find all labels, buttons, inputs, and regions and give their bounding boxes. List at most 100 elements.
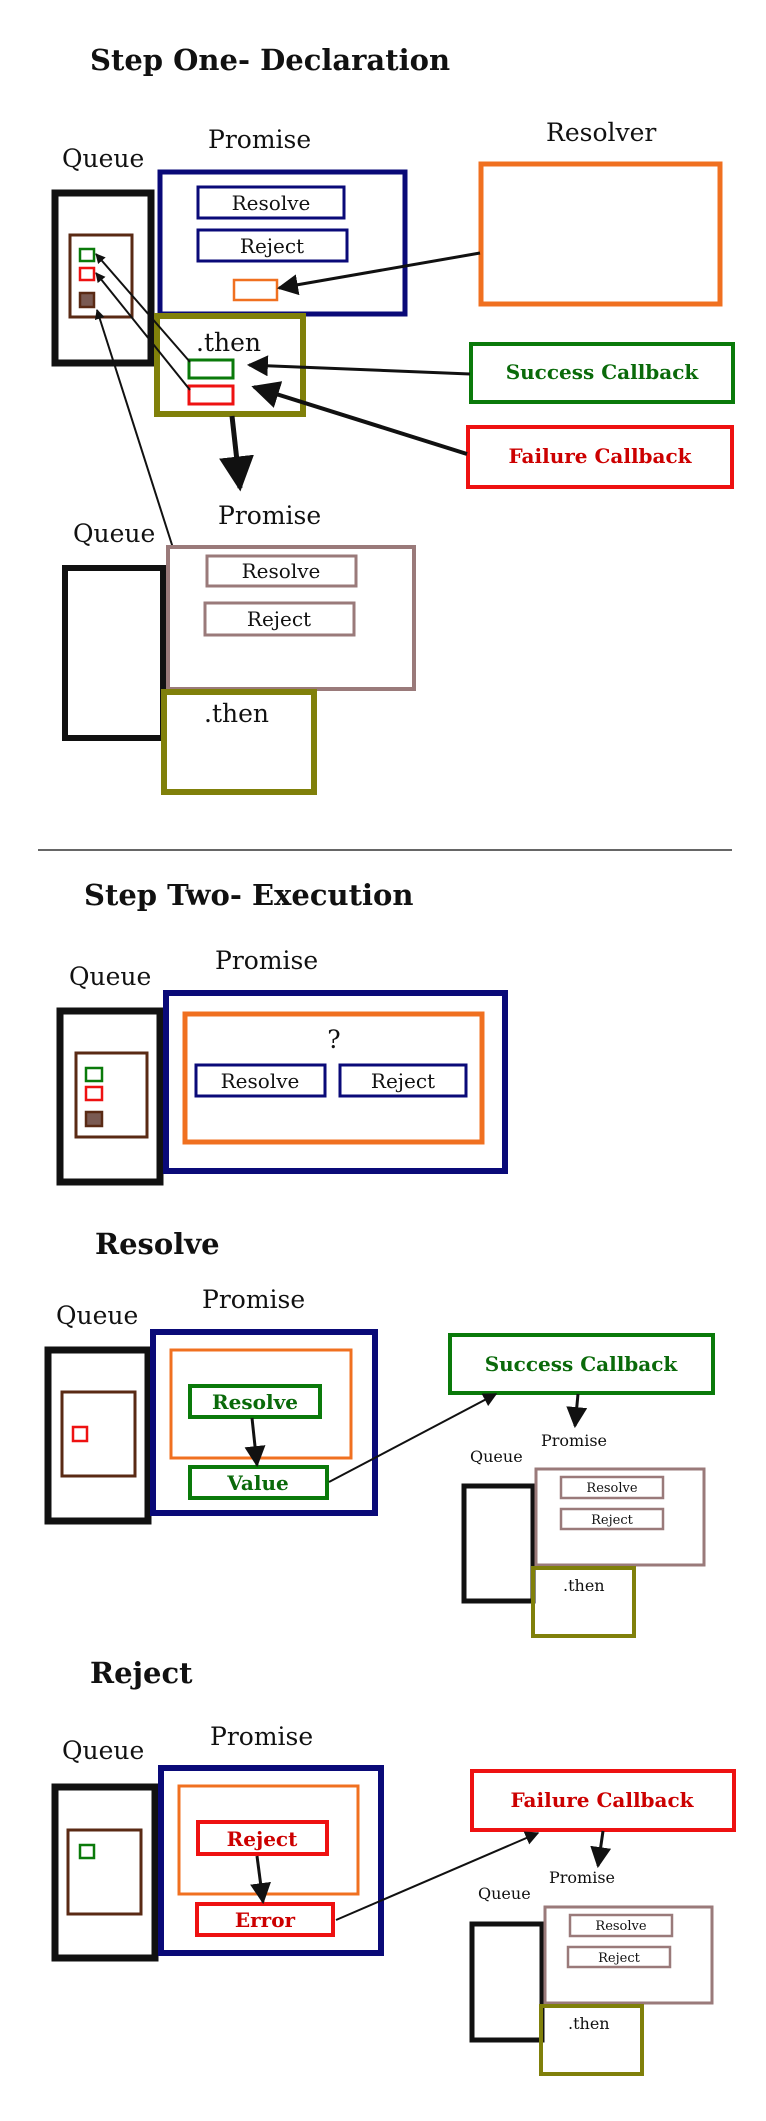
resolve2-box xyxy=(205,554,358,588)
success-callback-box xyxy=(448,1333,715,1395)
resolve-box xyxy=(194,1063,327,1098)
reject-label: Reject xyxy=(240,234,304,258)
resolve-box xyxy=(196,185,346,220)
queue-label: Queue xyxy=(56,1301,138,1330)
success-callback-box xyxy=(469,342,735,404)
queue-item xyxy=(60,1390,137,1478)
resolve-box xyxy=(188,1384,322,1419)
failure-arrow xyxy=(251,381,468,456)
queue-item xyxy=(66,1828,143,1916)
promise2-label: Promise xyxy=(218,501,321,530)
queue-box xyxy=(56,1007,164,1186)
then-failure-slot xyxy=(187,384,235,406)
queue-label: Queue xyxy=(69,962,151,991)
then-failure-to-queue-arrow xyxy=(95,272,191,391)
callback-to-promise-arrow xyxy=(566,1393,588,1429)
success-callback-label: Success Callback xyxy=(506,360,700,384)
resolve-label: Resolve xyxy=(221,1069,300,1093)
promise-label: Promise xyxy=(210,1722,313,1751)
queue-box xyxy=(44,1346,152,1525)
resolve2-label: Resolve xyxy=(242,559,321,583)
failure-callback-label: Failure Callback xyxy=(510,1788,694,1812)
reject-label: Reject xyxy=(371,1069,435,1093)
reject-box xyxy=(196,1820,329,1856)
queue-failure-slot xyxy=(84,1085,104,1102)
error-to-callback-arrow xyxy=(335,1831,540,1921)
promise-label: Promise xyxy=(202,1285,305,1314)
queue-success-slot xyxy=(84,1066,104,1083)
queue-item xyxy=(74,1051,149,1139)
queue-success-slot xyxy=(78,247,96,263)
small-resolve-label: Resolve xyxy=(595,1919,646,1934)
reject2-box xyxy=(203,601,356,637)
small-reject-box xyxy=(559,1507,665,1531)
then-to-promise-arrow xyxy=(219,415,254,492)
small-then-label: .then xyxy=(563,1576,605,1595)
small-reject-box xyxy=(566,1945,672,1969)
chained-promise-to-queue-arrow xyxy=(94,309,174,549)
failure-callback-box xyxy=(466,425,734,489)
resolver-slot xyxy=(232,278,279,302)
queue-success-slot xyxy=(78,1843,96,1860)
then2-label: .then xyxy=(204,699,269,728)
small-promise-box xyxy=(543,1905,714,2005)
resolve-label: Resolve xyxy=(212,1390,298,1414)
queue-promise-slot xyxy=(84,1110,104,1128)
queue-label: Queue xyxy=(62,144,144,173)
reject-to-error-arrow xyxy=(250,1855,271,1905)
small-reject-label: Reject xyxy=(598,1951,640,1966)
failure-callback-label: Failure Callback xyxy=(508,444,692,468)
resolve-heading: Resolve xyxy=(95,1227,220,1261)
resolver-arrow xyxy=(276,251,481,296)
then-label: .then xyxy=(196,328,261,357)
promise-label: Promise xyxy=(208,125,311,154)
value-to-callback-arrow xyxy=(328,1393,498,1483)
queue-failure-slot xyxy=(78,266,96,282)
small-reject-label: Reject xyxy=(591,1513,633,1528)
small-queue-label: Queue xyxy=(470,1447,523,1466)
then-success-slot xyxy=(187,358,235,380)
small-promise-label: Promise xyxy=(541,1431,607,1450)
reject-label: Reject xyxy=(227,1827,298,1851)
small-then-box xyxy=(531,1566,636,1638)
queue-failure-slot xyxy=(71,1425,89,1443)
small-queue-label: Queue xyxy=(478,1884,531,1903)
promise-box xyxy=(158,1765,384,1956)
small-resolve-label: Resolve xyxy=(586,1481,637,1496)
then2-box xyxy=(161,689,317,795)
queue-box xyxy=(51,189,155,367)
step-two-heading: Step Two- Execution xyxy=(84,878,413,912)
queue-label: Queue xyxy=(62,1736,144,1765)
success-callback-label: Success Callback xyxy=(485,1352,679,1376)
error-label: Error xyxy=(235,1908,296,1932)
queue2-box xyxy=(62,565,166,741)
resolver-label: Resolver xyxy=(546,118,656,147)
resolve-label: Resolve xyxy=(232,191,311,215)
reject2-label: Reject xyxy=(247,607,311,631)
reject-box xyxy=(196,228,349,263)
small-promise-label: Promise xyxy=(549,1868,615,1887)
resolver-box xyxy=(478,161,723,307)
promise-box xyxy=(150,1329,378,1516)
queue-box xyxy=(51,1783,159,1962)
value-label: Value xyxy=(226,1471,289,1495)
queue2-label: Queue xyxy=(73,519,155,548)
promise-label: Promise xyxy=(215,946,318,975)
callback-to-promise-arrow xyxy=(590,1830,612,1869)
reject-box xyxy=(338,1063,468,1098)
failure-callback-box xyxy=(470,1769,736,1832)
small-queue-box xyxy=(461,1483,536,1604)
small-resolve-box xyxy=(568,1913,674,1938)
resolve-to-value-arrow xyxy=(244,1417,266,1468)
small-promise-box xyxy=(534,1467,706,1567)
step-one-heading: Step One- Declaration xyxy=(90,43,450,77)
queue-promise-slot xyxy=(78,291,96,309)
resolver-box xyxy=(182,1011,485,1145)
small-then-box xyxy=(539,2004,644,2076)
small-queue-box xyxy=(469,1921,545,2043)
then-box xyxy=(154,313,306,417)
small-resolve-box xyxy=(559,1475,665,1500)
success-arrow xyxy=(246,355,471,377)
promise-box xyxy=(163,990,508,1174)
